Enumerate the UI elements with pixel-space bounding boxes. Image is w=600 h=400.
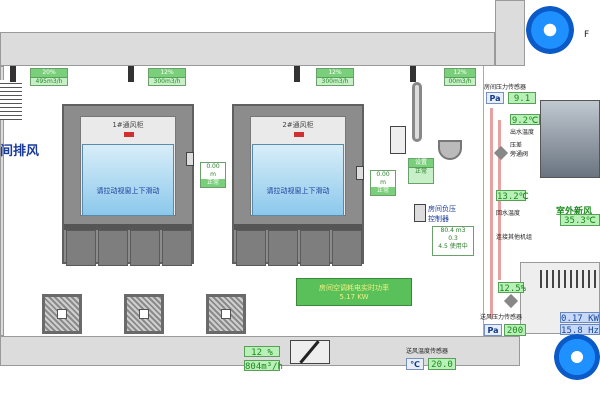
keypad-icon[interactable]: [390, 126, 406, 154]
damper-icon: [294, 66, 300, 82]
supply-pressure-label: 送风压力传感器: [480, 314, 523, 321]
hood-cabinet: [162, 230, 192, 266]
supply-valve-icon[interactable]: [503, 293, 519, 309]
hood-title: 2#通风柜: [282, 121, 314, 129]
realtime-energy-label: 房间空调耗电实时功率: [319, 284, 389, 292]
supply-pipe: [490, 108, 493, 318]
room-pressure-value: 9.1: [508, 92, 536, 104]
hood-sash-window[interactable]: [252, 144, 344, 216]
supply-temp-unit: ℃: [406, 358, 424, 370]
chiller-unit: [540, 100, 600, 178]
outdoor-label: 室外新风: [556, 207, 593, 217]
snorkel-pipe-icon: [412, 82, 422, 142]
top-exhaust-duct: [0, 32, 495, 66]
hood-cabinet: [332, 230, 362, 266]
duct-flow-box-1: 20%495m3/h: [30, 68, 68, 86]
supply-fan-icon[interactable]: [554, 334, 600, 380]
hood-title: 1#通风柜: [112, 121, 144, 129]
exhaust-grille-icon: [0, 80, 22, 120]
room-pressure-unit: Pa: [486, 92, 504, 104]
hood-indicator: [294, 132, 304, 137]
right-duct-upper: [495, 0, 525, 66]
outdoor-temp-value: 35.3℃: [560, 214, 600, 226]
hood-sash-window[interactable]: [82, 144, 174, 216]
supply-pressure-value: 200: [504, 324, 526, 336]
duct-flow-box-4: 12%00m3/h: [444, 68, 476, 86]
hood-cabinet: [236, 230, 266, 266]
fume-hood-2[interactable]: 2#通风柜 请拉动视窗上下滑动: [232, 104, 364, 266]
duct-flow-box-3: 12%300m3/h: [316, 68, 354, 86]
connect-other-label: 连接其他机组: [496, 234, 533, 241]
motor-kw-value: 0.17 KW: [560, 312, 600, 324]
side-panel-readout: 设置正常: [408, 158, 434, 184]
damper-icon: [128, 66, 134, 82]
supply-diffuser-icon: [124, 294, 164, 334]
fume-hood-1[interactable]: 1#通风柜 请拉动视窗上下滑动: [62, 104, 194, 266]
duct-flow-box-2: 12%300m3/h: [148, 68, 186, 86]
pressure-bypass-label: 压差 旁通阀: [510, 142, 529, 158]
exhaust-label: 间排风: [0, 144, 40, 159]
ahu-coil: [540, 270, 596, 288]
hood-cabinet: [130, 230, 160, 266]
outlet-temp-label: 出水温度: [510, 129, 535, 136]
hood-controller-icon[interactable]: [186, 152, 194, 166]
supply-flow-vol: 804m³/h: [244, 360, 283, 372]
snorkel-hood-icon: [438, 140, 462, 160]
damper-icon: [10, 66, 16, 82]
left-wall: [0, 66, 4, 336]
valve-pct-value: 12.5%: [498, 282, 527, 294]
hood-cabinet: [98, 230, 128, 266]
realtime-energy-box: 房间空调耗电实时功率 5.17 KW: [296, 278, 412, 306]
realtime-energy-value: 5.17 KW: [339, 293, 369, 301]
hood-cabinet: [66, 230, 96, 266]
return-temp-label: 回水温度: [496, 210, 521, 217]
hood-hint: 请拉动视窗上下滑动: [266, 187, 330, 195]
hood-hint: 请拉动视窗上下滑动: [96, 187, 160, 195]
supply-flow-pct: 12 %: [244, 346, 280, 358]
return-temp-value: 13.2℃: [496, 190, 529, 202]
exhaust-fan-icon[interactable]: [526, 6, 574, 54]
hood-indicator: [124, 132, 134, 137]
supply-diffuser-icon: [42, 294, 82, 334]
exhaust-fan-tag: F: [584, 30, 590, 40]
outlet-temp-value: 9.2℃: [510, 114, 540, 126]
hood-cabinet: [268, 230, 298, 266]
room-outline: [4, 66, 484, 336]
room-pressure-label: 房间压力传感器: [484, 84, 527, 91]
bypass-valve-icon[interactable]: [493, 145, 509, 161]
supply-temp-value: 20.0: [428, 358, 456, 370]
hood-cabinet: [300, 230, 330, 266]
supply-diffuser-icon: [206, 294, 246, 334]
neg-controller-label: 房间负压 控制器: [428, 205, 456, 223]
supply-pressure-unit: Pa: [484, 324, 502, 336]
supply-temp-label: 送风温度传感器: [406, 348, 449, 355]
hood-controller-icon[interactable]: [356, 166, 364, 180]
controller-icon[interactable]: [414, 204, 426, 222]
damper-icon: [410, 66, 416, 82]
